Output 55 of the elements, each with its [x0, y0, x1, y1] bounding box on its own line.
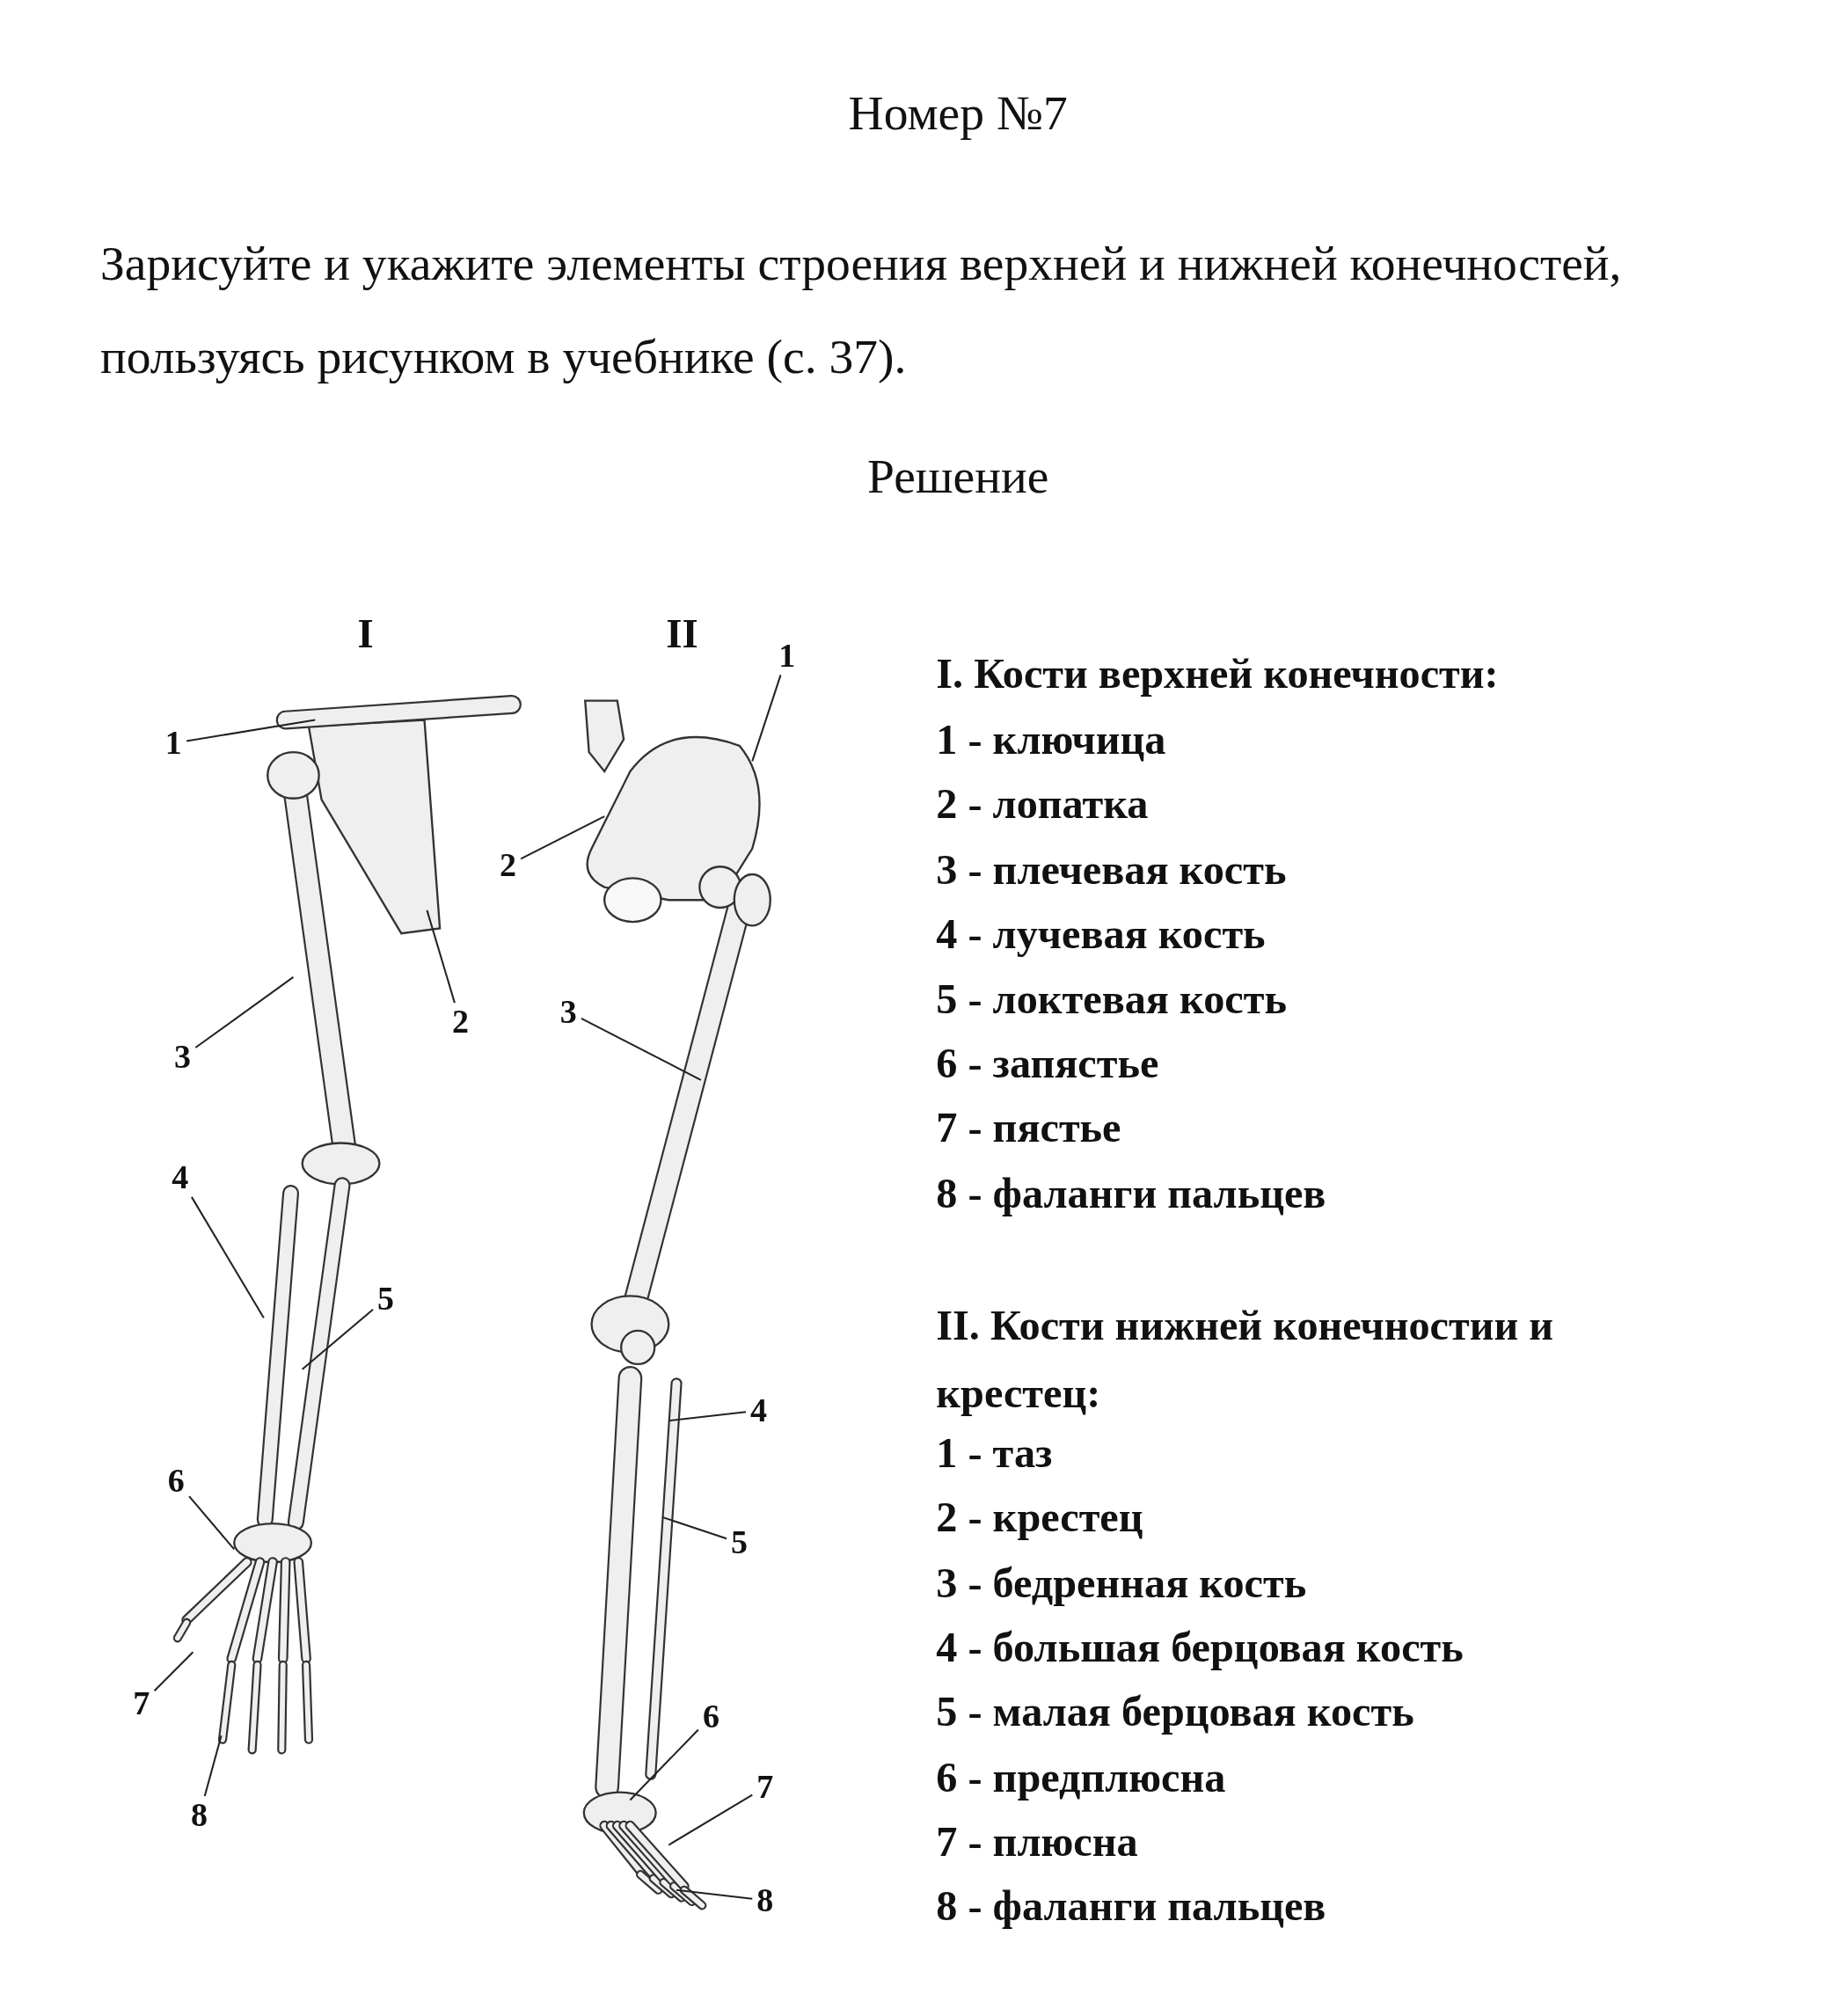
leader-line: [194, 976, 295, 1048]
callout-number: 8: [186, 1796, 213, 1836]
list-item: 4 - лучевая кость: [936, 909, 1266, 958]
leader-line: [629, 1728, 699, 1801]
list-item: 2 - крестец: [936, 1493, 1143, 1542]
leader-line: [581, 1018, 702, 1081]
leader-line: [426, 909, 456, 1004]
list-item: 5 - локтевая кость: [936, 975, 1287, 1024]
list-heading: II. Кости нижней конечностии и крестец:: [936, 1300, 1555, 1419]
callout-number: 4: [167, 1158, 194, 1198]
list-item: 8 - фаланги пальцев: [936, 1168, 1326, 1217]
task-text: Зарисуйте и укажите элементы строения верхней и нижней конечностей, пользуясь рисунком в учебнике (с. 37).: [100, 234, 1623, 386]
page-title: Номер №7: [847, 84, 1069, 142]
list-item: 3 - бедренная кость: [936, 1558, 1307, 1607]
leader-line: [668, 1411, 747, 1422]
callout-number: 6: [163, 1462, 189, 1501]
leader-line: [203, 1735, 223, 1797]
callout-number: 2: [447, 1003, 473, 1042]
callout-number: 3: [169, 1037, 196, 1077]
callout-number: 5: [372, 1279, 399, 1318]
callout-number: 1: [774, 636, 800, 676]
leader-line: [676, 1888, 753, 1900]
list-item: 7 - плюсна: [936, 1816, 1138, 1866]
list-item: 6 - предплюсна: [936, 1752, 1226, 1801]
list-item: 8 - фаланги пальцев: [936, 1881, 1326, 1930]
list-item: 7 - пястье: [936, 1103, 1121, 1152]
list-item: 1 - ключица: [936, 714, 1166, 763]
list-heading: I. Кости верхней конечности:: [936, 649, 1499, 698]
leader-line: [661, 1516, 727, 1540]
callout-number: 5: [727, 1523, 753, 1563]
leader-line: [191, 1196, 265, 1318]
callout-number: 4: [745, 1391, 772, 1430]
callout-number: 7: [752, 1768, 778, 1808]
figure-number: II: [666, 609, 698, 657]
list-item: 1 - таз: [936, 1428, 1053, 1478]
callout-number: 6: [698, 1697, 725, 1736]
callout-number: 2: [494, 845, 522, 885]
list-item: 2 - лопатка: [936, 778, 1149, 828]
callout-number: 8: [752, 1881, 778, 1920]
list-item: 3 - плечевая кость: [936, 844, 1287, 894]
leader-line: [751, 675, 782, 762]
leader-line: [302, 1308, 374, 1370]
list-item: 5 - малая берцовая кость: [936, 1687, 1414, 1736]
figure-number: I: [357, 609, 374, 657]
callout-number: 1: [160, 724, 186, 763]
section-heading: Решение: [866, 447, 1050, 504]
leader-line: [668, 1793, 753, 1846]
leader-line: [520, 815, 605, 860]
list-item: 6 - запястье: [936, 1039, 1159, 1088]
callout-number: 3: [555, 992, 581, 1032]
list-item: 4 - большая берцовая кость: [936, 1623, 1464, 1671]
leader-line: [188, 1495, 235, 1551]
callout-number: 7: [128, 1684, 155, 1723]
leader-line: [186, 719, 316, 742]
leader-line: [153, 1651, 194, 1691]
